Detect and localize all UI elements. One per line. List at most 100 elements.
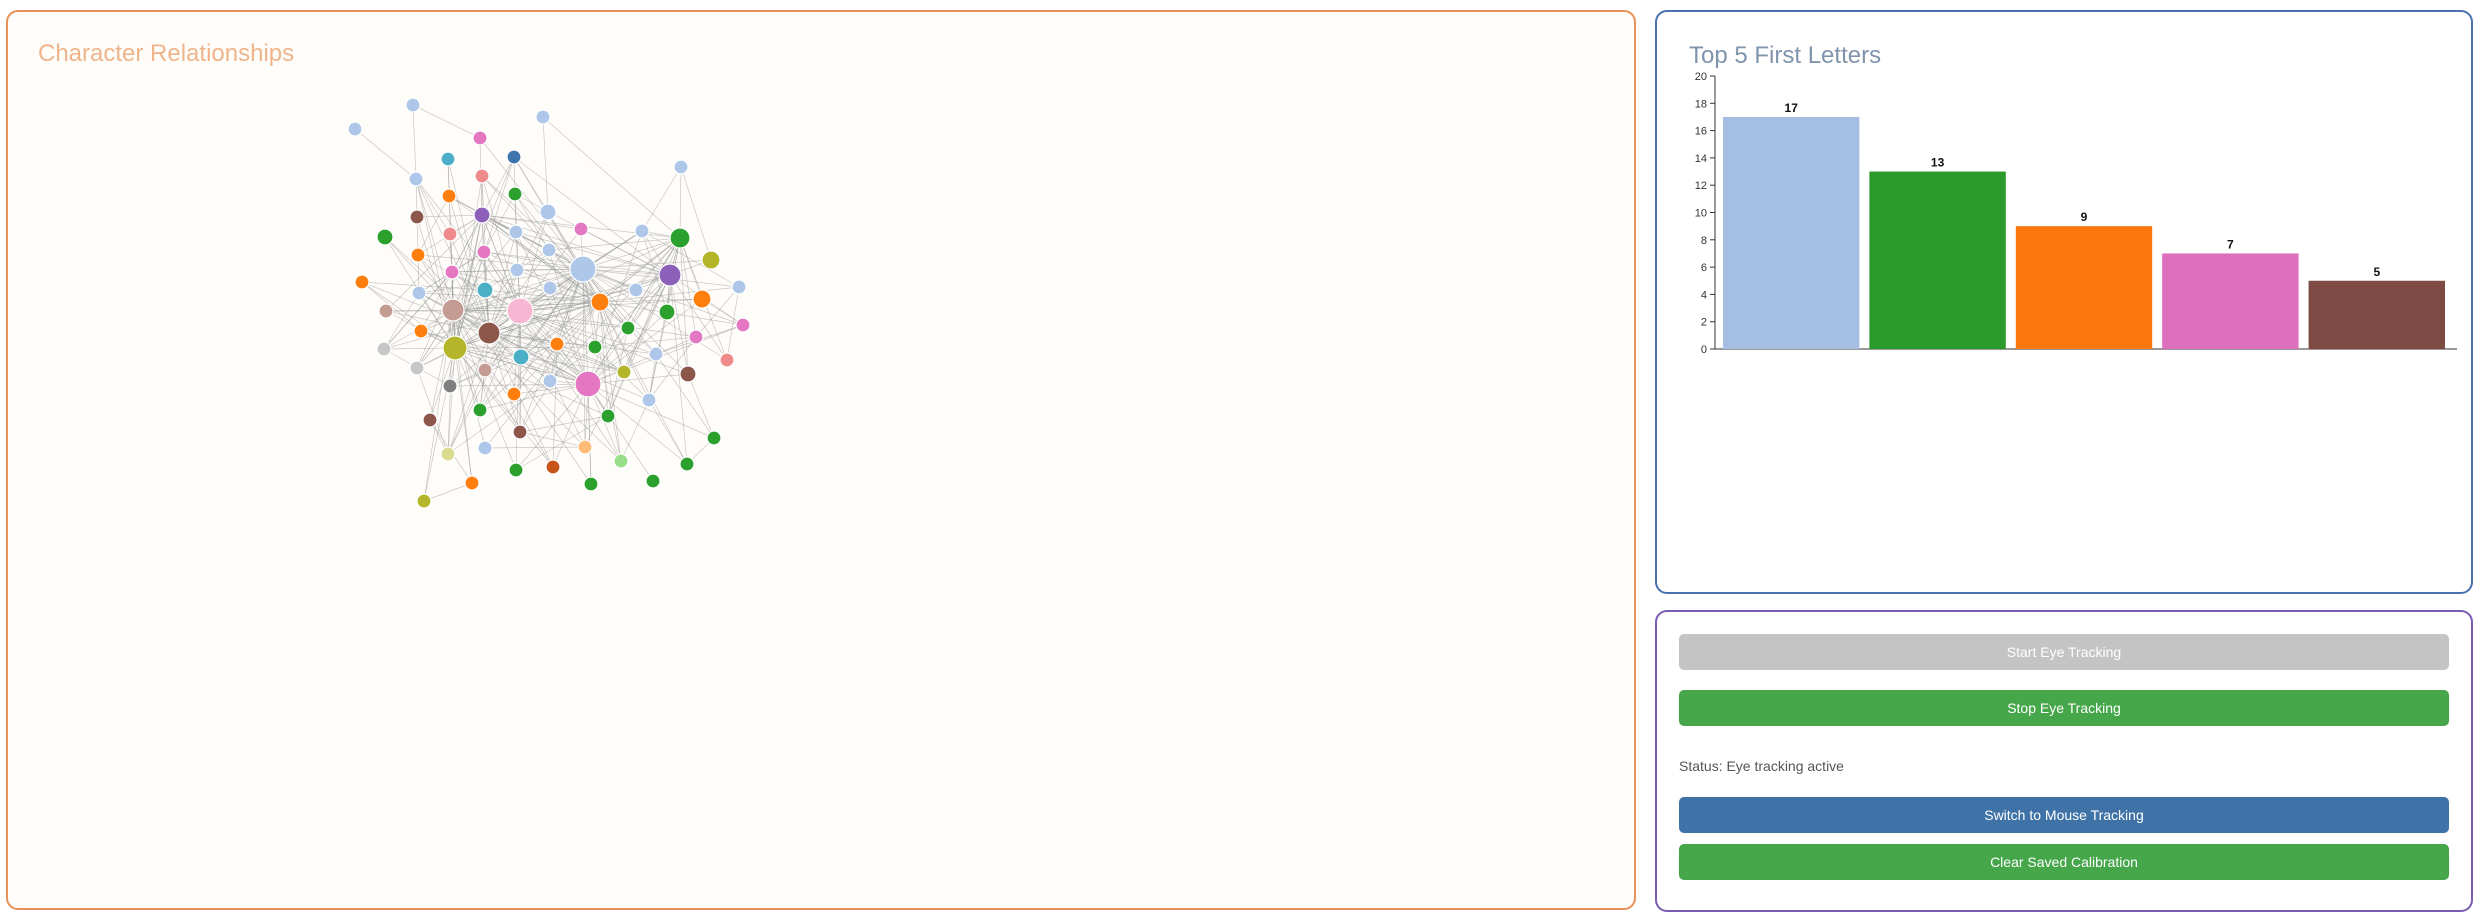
y-tick-label: 12 <box>1695 180 1707 192</box>
graph-node[interactable] <box>539 203 557 221</box>
graph-nodes[interactable] <box>347 97 751 509</box>
graph-node[interactable] <box>587 339 603 355</box>
graph-node[interactable] <box>719 352 735 368</box>
graph-node[interactable] <box>549 336 565 352</box>
graph-node[interactable] <box>444 264 460 280</box>
graph-node[interactable] <box>688 329 704 345</box>
graph-node[interactable] <box>658 303 676 321</box>
graph-node[interactable] <box>569 255 597 283</box>
graph-node[interactable] <box>577 439 593 455</box>
graph-node[interactable] <box>376 341 392 357</box>
graph-node[interactable] <box>679 365 697 383</box>
graph-node[interactable] <box>441 188 457 204</box>
graph-node[interactable] <box>735 317 751 333</box>
graph-node[interactable] <box>376 228 394 246</box>
graph-node[interactable] <box>669 227 691 249</box>
graph-node[interactable] <box>409 360 425 376</box>
start-eye-tracking-button[interactable]: Start Eye Tracking <box>1679 634 2449 670</box>
graph-node[interactable] <box>405 97 421 113</box>
graph-node[interactable] <box>410 247 426 263</box>
graph-node[interactable] <box>354 274 370 290</box>
graph-node[interactable] <box>658 263 682 287</box>
graph-edge <box>412 104 481 139</box>
network-graph[interactable] <box>8 12 1638 912</box>
graph-node[interactable] <box>583 476 599 492</box>
graph-node[interactable] <box>706 430 722 446</box>
graph-node[interactable] <box>347 121 363 137</box>
graph-node[interactable] <box>616 364 632 380</box>
graph-node[interactable] <box>573 221 589 237</box>
graph-edge <box>680 166 712 261</box>
graph-node[interactable] <box>472 130 488 146</box>
graph-node[interactable] <box>411 285 427 301</box>
graph-node[interactable] <box>416 493 432 509</box>
graph-node[interactable] <box>701 250 721 270</box>
graph-node[interactable] <box>441 298 465 322</box>
graph-node[interactable] <box>512 348 530 366</box>
graph-edge <box>635 237 681 291</box>
graph-node[interactable] <box>477 321 501 345</box>
graph-node[interactable] <box>472 402 488 418</box>
graph-node[interactable] <box>590 292 610 312</box>
graph-edge <box>627 237 681 329</box>
graph-node[interactable] <box>507 186 523 202</box>
graph-node[interactable] <box>378 303 394 319</box>
graph-node[interactable] <box>422 412 438 428</box>
graph-node[interactable] <box>574 370 602 398</box>
graph-node[interactable] <box>442 226 458 242</box>
graph-node[interactable] <box>476 244 492 260</box>
graph-node[interactable] <box>473 206 491 224</box>
graph-node[interactable] <box>692 289 712 309</box>
graph-edge <box>669 274 689 375</box>
graph-node[interactable] <box>440 446 456 462</box>
graph-node[interactable] <box>613 453 629 469</box>
stop-eye-tracking-button[interactable]: Stop Eye Tracking <box>1679 690 2449 726</box>
graph-edge <box>415 178 456 349</box>
graph-node[interactable] <box>645 473 661 489</box>
graph-node[interactable] <box>679 456 695 472</box>
graph-node[interactable] <box>512 424 528 440</box>
y-tick-label: 4 <box>1701 289 1707 301</box>
graph-node[interactable] <box>541 242 557 258</box>
graph-edge <box>454 347 521 433</box>
clear-saved-calibration-button[interactable]: Clear Saved Calibration <box>1679 844 2449 880</box>
graph-edge <box>542 116 549 213</box>
graph-node[interactable] <box>476 281 494 299</box>
graph-node[interactable] <box>408 171 424 187</box>
graph-node[interactable] <box>509 262 525 278</box>
graph-node[interactable] <box>673 159 689 175</box>
graph-edge <box>454 347 473 484</box>
graph-node[interactable] <box>628 282 644 298</box>
switch-to-mouse-tracking-button[interactable]: Switch to Mouse Tracking <box>1679 797 2449 833</box>
graph-node[interactable] <box>440 151 456 167</box>
graph-node[interactable] <box>731 279 747 295</box>
graph-node[interactable] <box>442 335 468 361</box>
graph-node[interactable] <box>508 462 524 478</box>
graph-node[interactable] <box>506 386 522 402</box>
graph-node[interactable] <box>620 320 636 336</box>
graph-node[interactable] <box>464 475 480 491</box>
graph-node[interactable] <box>477 362 493 378</box>
graph-edge <box>582 268 586 448</box>
graph-node[interactable] <box>413 323 429 339</box>
graph-node[interactable] <box>641 392 657 408</box>
graph-edge <box>452 309 558 345</box>
graph-node[interactable] <box>474 168 490 184</box>
graph-node[interactable] <box>409 209 425 225</box>
graph-node[interactable] <box>545 459 561 475</box>
graph-node[interactable] <box>634 223 650 239</box>
graph-edge <box>648 336 697 401</box>
graph-node[interactable] <box>648 346 664 362</box>
graph-edge <box>669 274 728 361</box>
graph-node[interactable] <box>508 224 524 240</box>
graph-node[interactable] <box>542 280 558 296</box>
graph-node[interactable] <box>535 109 551 125</box>
graph-node[interactable] <box>477 440 493 456</box>
graph-node[interactable] <box>506 149 522 165</box>
graph-edge <box>447 380 551 455</box>
graph-node[interactable] <box>542 373 558 389</box>
graph-edge <box>599 301 622 462</box>
graph-node[interactable] <box>506 297 534 325</box>
graph-node[interactable] <box>442 378 458 394</box>
graph-node[interactable] <box>600 408 616 424</box>
